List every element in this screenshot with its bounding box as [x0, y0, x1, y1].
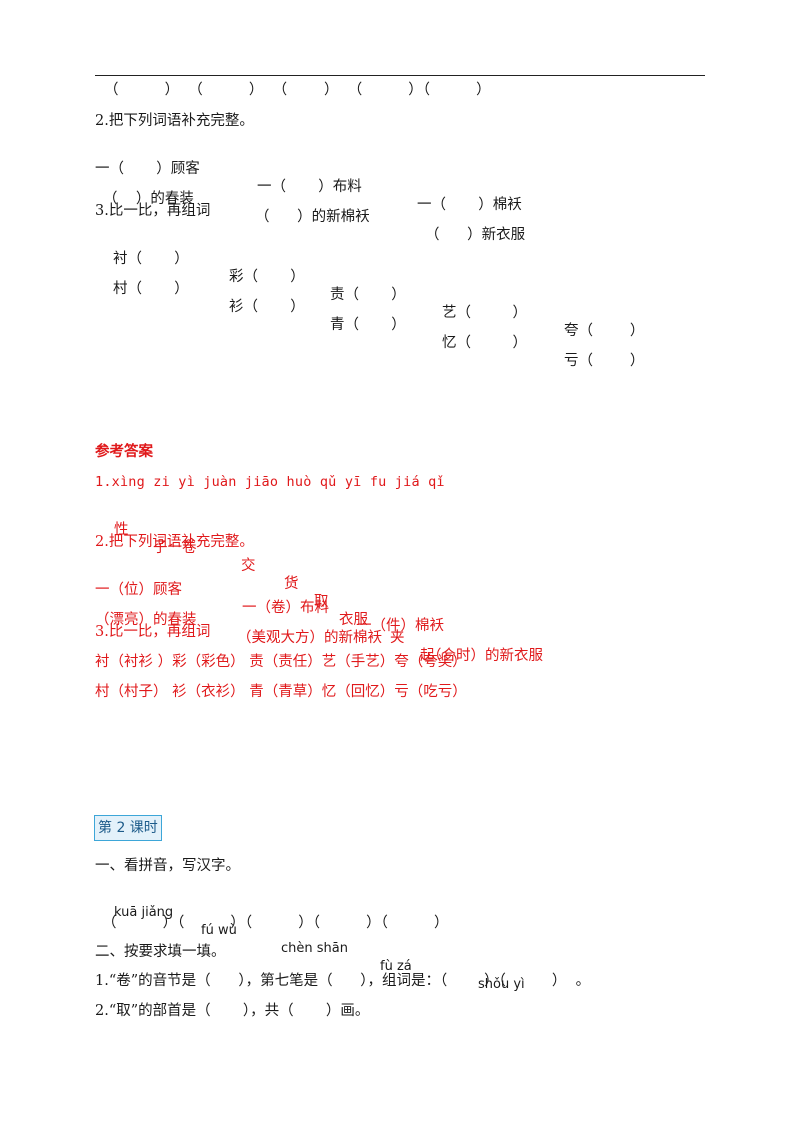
section-label-lesson-2: 第 2 课时 — [94, 815, 162, 841]
part-2-question-1: 1.“卷”的音节是（ ），第七笔是（ ），组词是：（ ）（ ） 。 — [95, 973, 591, 989]
fill-item: 一（ ）顾客 — [95, 161, 200, 177]
answer-heading: 参考答案 — [95, 443, 153, 460]
fill-item: （ ）的春装 — [103, 191, 194, 207]
answer-2-title: 2.把下列词语补充完整。 — [95, 534, 254, 550]
compare-item: 艺（ ） — [442, 305, 527, 321]
answer-char: 交 — [241, 558, 256, 574]
answer-item: （美观大方）的新棉袄 — [237, 630, 382, 646]
answer-char: 性 — [114, 522, 129, 538]
answer-1-characters: 性 子一卷 交 货 取 衣服 夹 起 — [95, 503, 515, 664]
pinyin-row: kuā jiǎng fú wù chèn shān fù zá shǒu yì — [95, 886, 595, 992]
compare-item: 衫（ ） — [229, 299, 305, 315]
top-divider — [95, 75, 705, 76]
pinyin-item: kuā jiǎng — [114, 905, 174, 920]
compare-item: 忆（ ） — [442, 335, 527, 351]
compare-item: 夸（ ） — [564, 323, 645, 339]
answer-char: 夹 — [390, 630, 405, 646]
answer-3-title: 3.比一比，再组词 — [95, 624, 211, 640]
answer-item: 一（件）棉袄 — [357, 618, 444, 634]
answer-char: 子一卷 — [153, 540, 197, 556]
question-2-title: 2.把下列词语补充完整。 — [95, 113, 254, 129]
answer-char: 货 — [284, 576, 299, 592]
part-2-title: 二、按要求填一填。 — [95, 944, 226, 960]
answer-char: 取 — [314, 594, 329, 610]
pinyin-item: shǒu yì — [478, 977, 525, 992]
pinyin-item: fù zá — [380, 959, 412, 974]
answer-item: （漂亮）的春装 — [95, 612, 197, 628]
part-2-question-2: 2.“取”的部首是（ ），共（ ）画。 — [95, 1003, 370, 1019]
answer-1-pinyin: 1.xìng zi yì juàn jiāo huò qǔ yī fu jiá … — [95, 474, 445, 490]
fill-item: （ ）新衣服 — [425, 227, 526, 243]
compare-item: 青（ ） — [330, 317, 406, 333]
fill-item: 一（ ）棉袄 — [417, 197, 522, 213]
compare-item: 责（ ） — [330, 287, 406, 303]
compare-item: 彩（ ） — [229, 269, 305, 285]
answer-blank-row: （ ）（ ）（ ）（ ）（ ） — [102, 915, 449, 931]
answer-2-row-1: 一（位）顾客 一（卷）布料 一（件）棉袄 — [95, 563, 715, 634]
compare-item: 衬（ ） — [113, 251, 189, 267]
answer-3-row-1: 衬（衬衫 ）彩（彩色） 责（责任）艺（手艺）夸（夸奖） — [95, 654, 467, 670]
answer-2-row-2: （漂亮）的春装 （美观大方）的新棉袄 （合时）的新衣服 — [95, 593, 715, 664]
part-1-title: 一、看拼音，写汉字。 — [95, 858, 240, 874]
fill-item: （ ）的新棉袄 — [255, 209, 370, 225]
question-3-row-1: 衬（ ） 彩（ ） 责（ ） 艺（ ） 夸（ ） — [95, 232, 715, 339]
blank-row: （ ） （ ） （ ） （ ）（ ） — [104, 82, 491, 98]
answer-char: 衣服 — [339, 612, 368, 628]
compare-item: 亏（ ） — [564, 353, 645, 369]
pinyin-item: fú wù — [201, 923, 237, 938]
question-3-title: 3.比一比，再组词 — [95, 203, 211, 219]
fill-item: 一（ ）布料 — [257, 179, 362, 195]
compare-item: 村（ ） — [113, 281, 189, 297]
question-2-row-1: 一（ ）顾客 一（ ）布料 一（ ）棉袄 — [95, 142, 715, 213]
answer-item: （合时）的新衣服 — [427, 648, 543, 664]
answer-item: 一（卷）布料 — [242, 600, 329, 616]
answer-char: 起 — [420, 648, 435, 664]
answer-3-row-2: 村（村子） 衫（衣衫） 青（青草）忆（回忆）亏（吃亏） — [95, 684, 467, 700]
question-3-row-2: 村（ ） 衫（ ） 青（ ） 忆（ ） 亏（ ） — [95, 262, 715, 369]
pinyin-item: chèn shān — [281, 941, 348, 956]
question-2-row-2: （ ）的春装 （ ）的新棉袄 （ ）新衣服 — [95, 172, 715, 243]
answer-item: 一（位）顾客 — [95, 582, 182, 598]
